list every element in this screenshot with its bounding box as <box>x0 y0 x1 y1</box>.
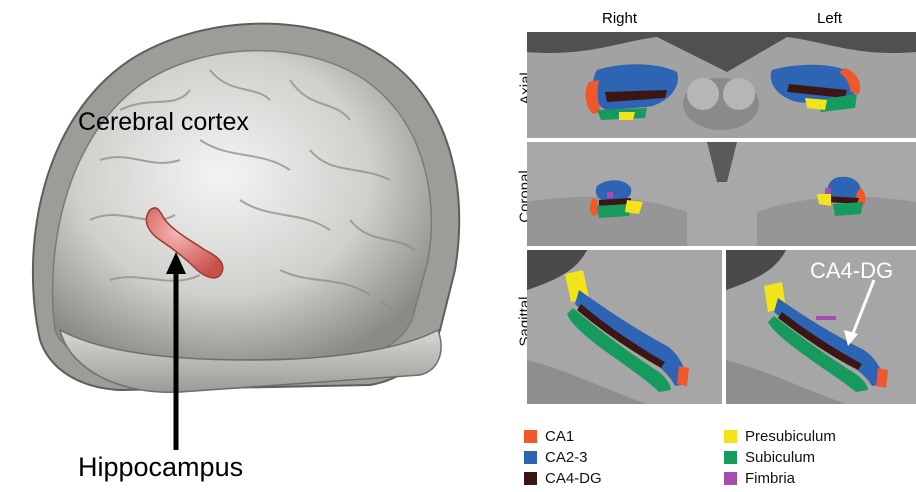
legend-item: CA1 <box>524 428 574 445</box>
axial-mri-panel <box>527 32 916 138</box>
legend-item: CA2-3 <box>524 449 588 466</box>
legend-item: Subiculum <box>724 449 815 466</box>
legend-swatch <box>724 451 737 464</box>
legend-label: CA4-DG <box>545 470 602 487</box>
legend-swatch <box>524 472 537 485</box>
legend-swatch <box>524 451 537 464</box>
cerebral-cortex-label: Cerebral cortex <box>78 108 249 137</box>
brain-3d-rendering <box>0 0 500 492</box>
ca4-dg-callout: CA4-DG <box>810 258 893 284</box>
coronal-mri-panel <box>527 142 916 246</box>
legend-swatch <box>524 430 537 443</box>
legend-item: Presubiculum <box>724 428 836 445</box>
sagittal-right-mri-panel <box>527 250 722 404</box>
legend-swatch <box>724 430 737 443</box>
legend-label: Presubiculum <box>745 428 836 445</box>
hippocampus-label: Hippocampus <box>78 452 243 483</box>
legend-swatch <box>724 472 737 485</box>
column-header-left: Left <box>817 10 842 27</box>
legend-item: Fimbria <box>724 470 795 487</box>
legend-label: Fimbria <box>745 470 795 487</box>
legend-item: CA4-DG <box>524 470 602 487</box>
legend-label: Subiculum <box>745 449 815 466</box>
legend-label: CA2-3 <box>545 449 588 466</box>
legend-label: CA1 <box>545 428 574 445</box>
column-header-right: Right <box>602 10 637 27</box>
